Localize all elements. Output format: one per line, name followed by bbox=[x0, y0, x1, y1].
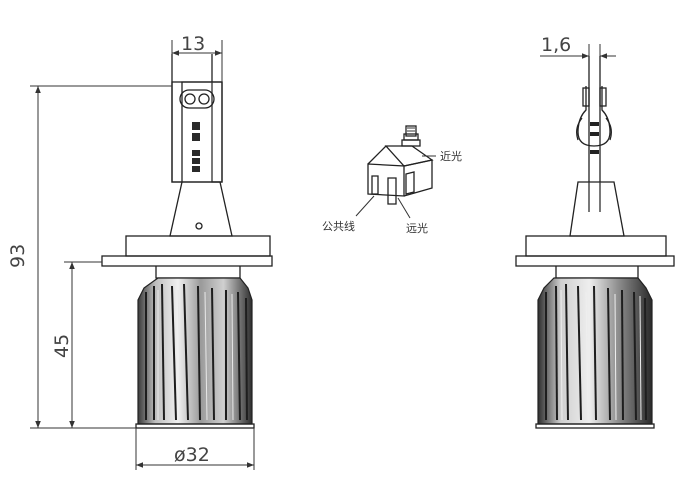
connector-pin-right bbox=[405, 171, 415, 195]
dim-diameter: ø32 bbox=[174, 444, 210, 466]
side-heatsink-fins bbox=[545, 283, 647, 421]
connector-pin-left bbox=[371, 175, 379, 195]
terminal-hole-left bbox=[184, 93, 196, 105]
front-neck-screw bbox=[195, 222, 203, 230]
dim-side-thickness: 1,6 bbox=[541, 34, 571, 56]
front-collar bbox=[125, 235, 271, 257]
label-high-beam: 远光 bbox=[406, 221, 428, 235]
label-low-beam: 近光 bbox=[440, 149, 462, 163]
leader-high-beam bbox=[397, 197, 411, 219]
side-flange bbox=[515, 255, 675, 267]
front-heatsink-fins bbox=[145, 283, 248, 421]
side-view bbox=[515, 56, 675, 429]
dim-total-height: 93 bbox=[7, 244, 29, 268]
front-dimensions: 13 93 45 ø32 bbox=[7, 33, 255, 470]
dim-base-height: 45 bbox=[51, 334, 73, 358]
led-chip-4 bbox=[192, 158, 200, 164]
front-bottom-cap bbox=[135, 423, 255, 429]
front-heatsink bbox=[137, 277, 253, 425]
led-chip-1 bbox=[192, 122, 200, 130]
connector-side bbox=[403, 159, 433, 197]
connector-front bbox=[367, 163, 405, 197]
front-heatsink-highlights bbox=[157, 289, 234, 421]
side-bottom-cap bbox=[535, 423, 655, 429]
leader-common-wire bbox=[355, 195, 375, 217]
front-flange bbox=[101, 255, 273, 267]
terminal-hole-right bbox=[198, 93, 210, 105]
led-chip-2 bbox=[192, 133, 200, 141]
front-view bbox=[101, 54, 273, 429]
connector-diagram: 近光 远光 公共线 bbox=[322, 125, 462, 235]
led-chip-5 bbox=[192, 166, 200, 172]
side-dimensions: 1,6 bbox=[540, 34, 616, 59]
led-chip-3 bbox=[192, 150, 200, 156]
side-neck bbox=[569, 181, 625, 237]
dim-top-width: 13 bbox=[181, 33, 205, 55]
front-base-ring bbox=[155, 266, 241, 279]
side-collar bbox=[525, 235, 667, 257]
label-common-wire: 公共线 bbox=[322, 219, 355, 233]
connector-pin-center bbox=[387, 177, 397, 205]
terminal-slot bbox=[179, 89, 215, 109]
side-base-ring bbox=[555, 266, 639, 279]
side-heatsink-highlights bbox=[560, 289, 642, 421]
